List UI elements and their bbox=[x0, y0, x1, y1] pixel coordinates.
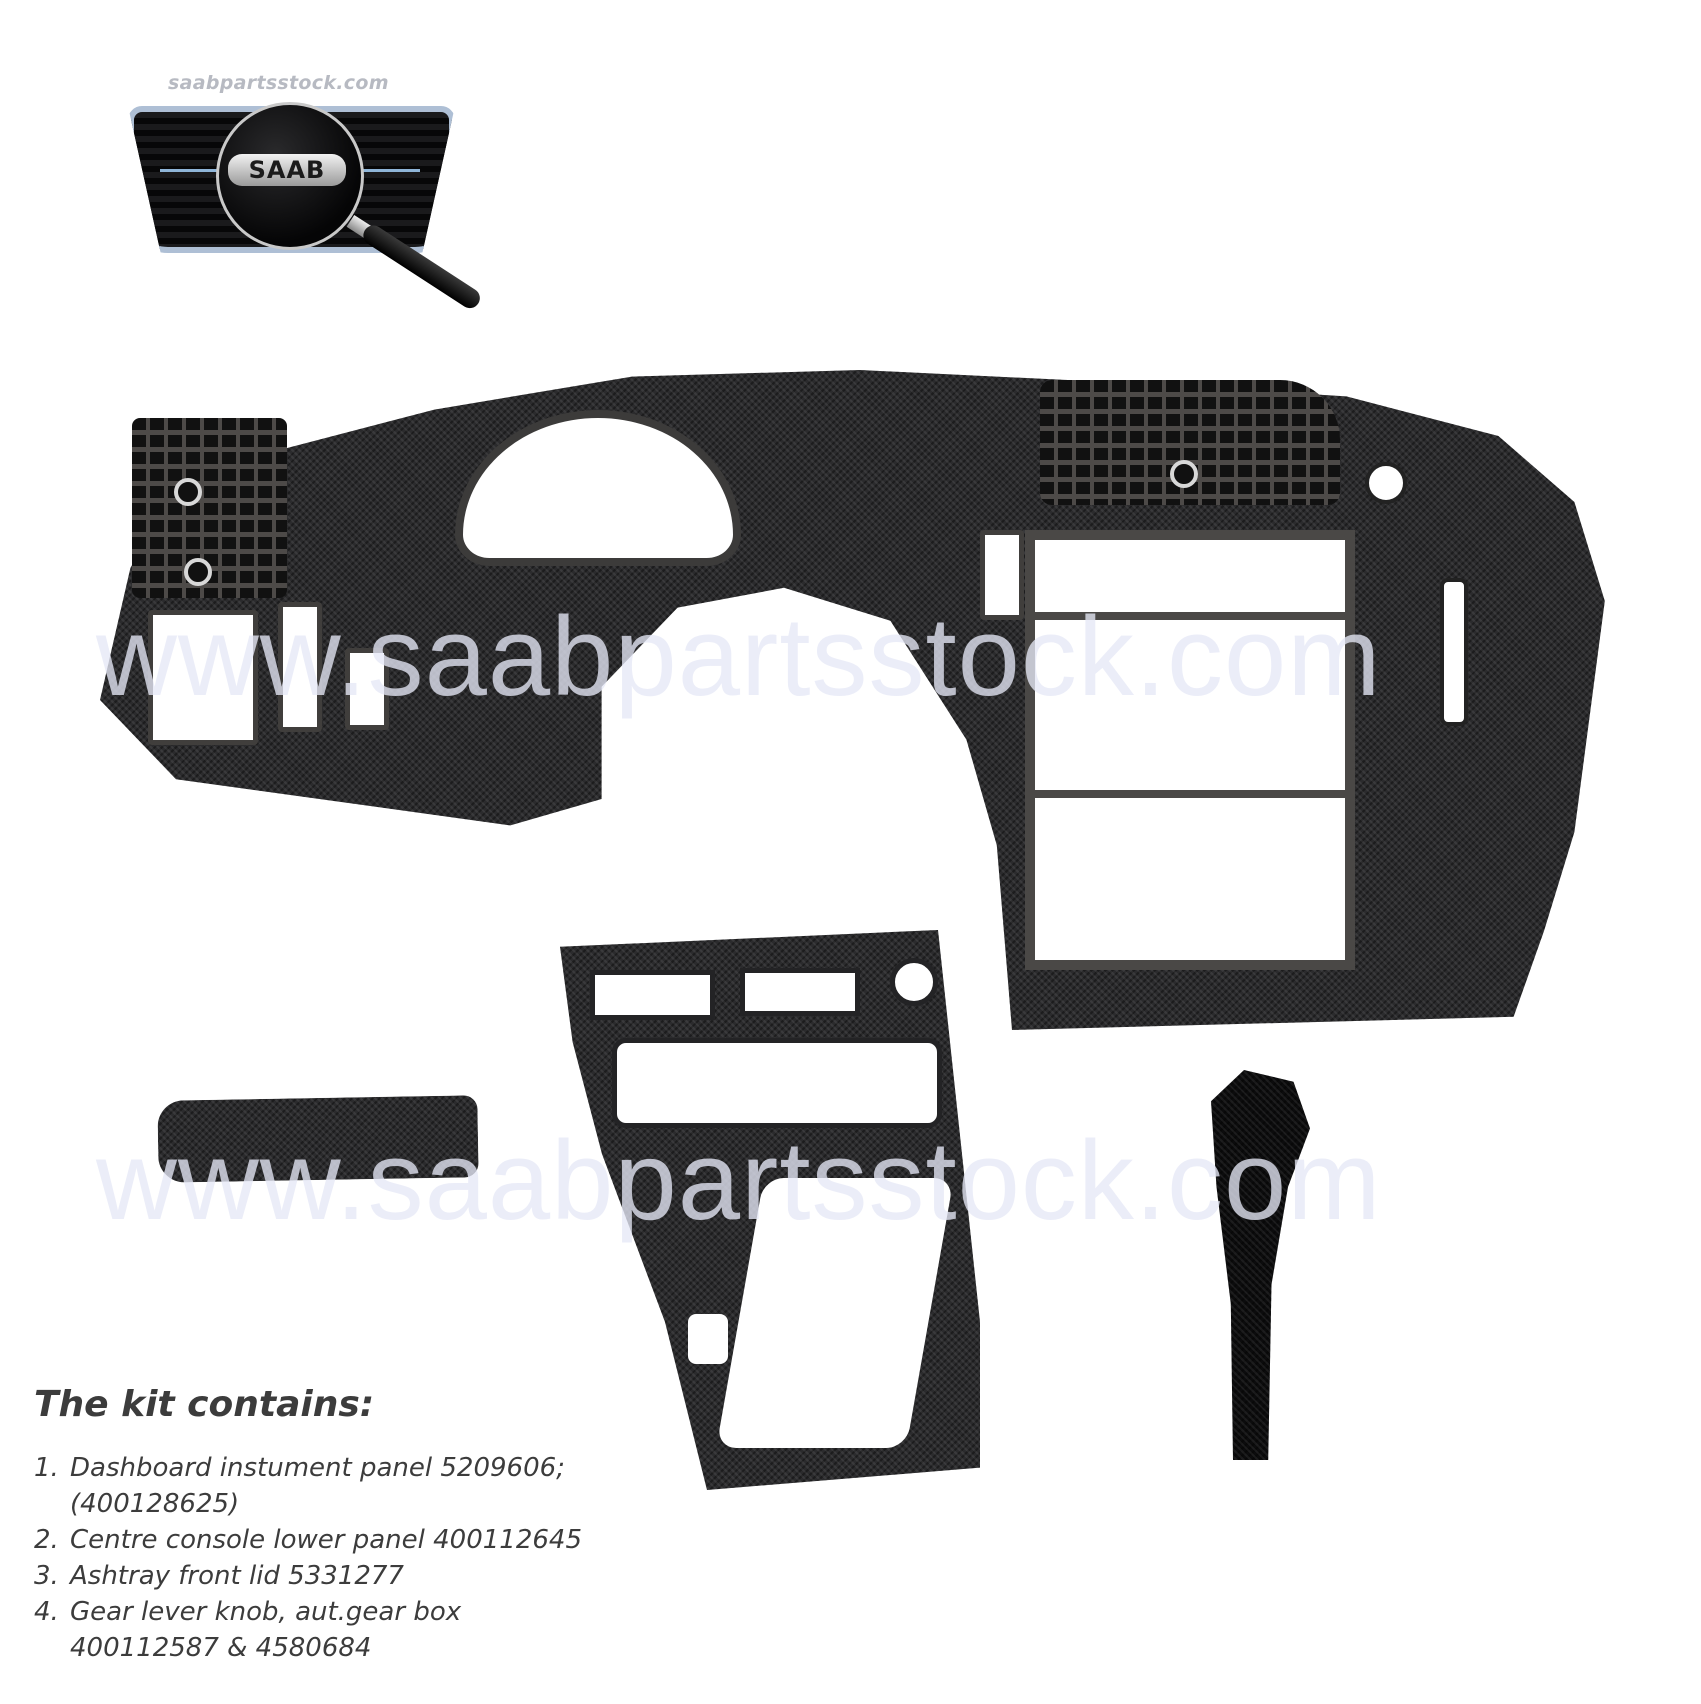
kit-item-number: 2. bbox=[34, 1525, 59, 1555]
kit-title: The kit contains: bbox=[34, 1384, 375, 1425]
round-opening bbox=[890, 958, 938, 1006]
side-slot-opening bbox=[1440, 578, 1468, 726]
kit-item-text-cont: (400128625) bbox=[70, 1489, 240, 1519]
centre-console-lower-panel-image bbox=[560, 930, 980, 1490]
gear-lever-knob-image bbox=[1211, 1070, 1310, 1460]
logo-site-text: saabpartsstock.com bbox=[168, 72, 389, 94]
kit-item: 1. Dashboard instument panel 5209606; (4… bbox=[34, 1450, 582, 1522]
switch-opening bbox=[590, 970, 715, 1020]
saab-badge: SAAB bbox=[228, 154, 346, 186]
kit-item-text-cont: 400112587 & 4580684 bbox=[70, 1633, 372, 1663]
small-slot-opening bbox=[688, 1314, 728, 1364]
vent-knob bbox=[1170, 460, 1198, 488]
frame-bar bbox=[1035, 790, 1345, 798]
switch-opening bbox=[278, 602, 322, 732]
kit-item-number: 1. bbox=[34, 1453, 59, 1483]
kit-item-text: Gear lever knob, aut.gear box bbox=[70, 1597, 462, 1627]
kit-item-text: Centre console lower panel 400112645 bbox=[70, 1525, 583, 1555]
switch-opening bbox=[980, 530, 1024, 620]
vent-knob bbox=[174, 478, 202, 506]
radio-climate-opening bbox=[1025, 530, 1355, 970]
kit-item: 4. Gear lever knob, aut.gear box 4001125… bbox=[34, 1594, 582, 1666]
right-air-vent bbox=[1040, 380, 1340, 505]
kit-item-text: Ashtray front lid 5331277 bbox=[70, 1561, 404, 1591]
gear-selector-opening bbox=[716, 1178, 954, 1448]
kit-item-number: 3. bbox=[34, 1561, 59, 1591]
kit-item: 2. Centre console lower panel 400112645 bbox=[34, 1522, 582, 1558]
tray-opening bbox=[612, 1038, 942, 1128]
vent-knob bbox=[184, 558, 212, 586]
switch-opening bbox=[148, 610, 258, 745]
kit-item-number: 4. bbox=[34, 1597, 59, 1627]
round-opening bbox=[1365, 462, 1407, 504]
frame-bar bbox=[1035, 612, 1345, 620]
kit-item: 3. Ashtray front lid 5331277 bbox=[34, 1558, 582, 1594]
switch-opening bbox=[345, 648, 389, 730]
ashtray-front-lid-image bbox=[157, 1095, 479, 1183]
kit-list: 1. Dashboard instument panel 5209606; (4… bbox=[34, 1450, 582, 1666]
saab-parts-logo: saabpartsstock.com SAAB bbox=[120, 70, 510, 312]
dashboard-instrument-panel-image bbox=[100, 370, 1620, 1030]
switch-opening bbox=[740, 968, 860, 1016]
left-air-vent bbox=[132, 418, 287, 598]
kit-item-text: Dashboard instument panel 5209606; bbox=[70, 1453, 565, 1483]
